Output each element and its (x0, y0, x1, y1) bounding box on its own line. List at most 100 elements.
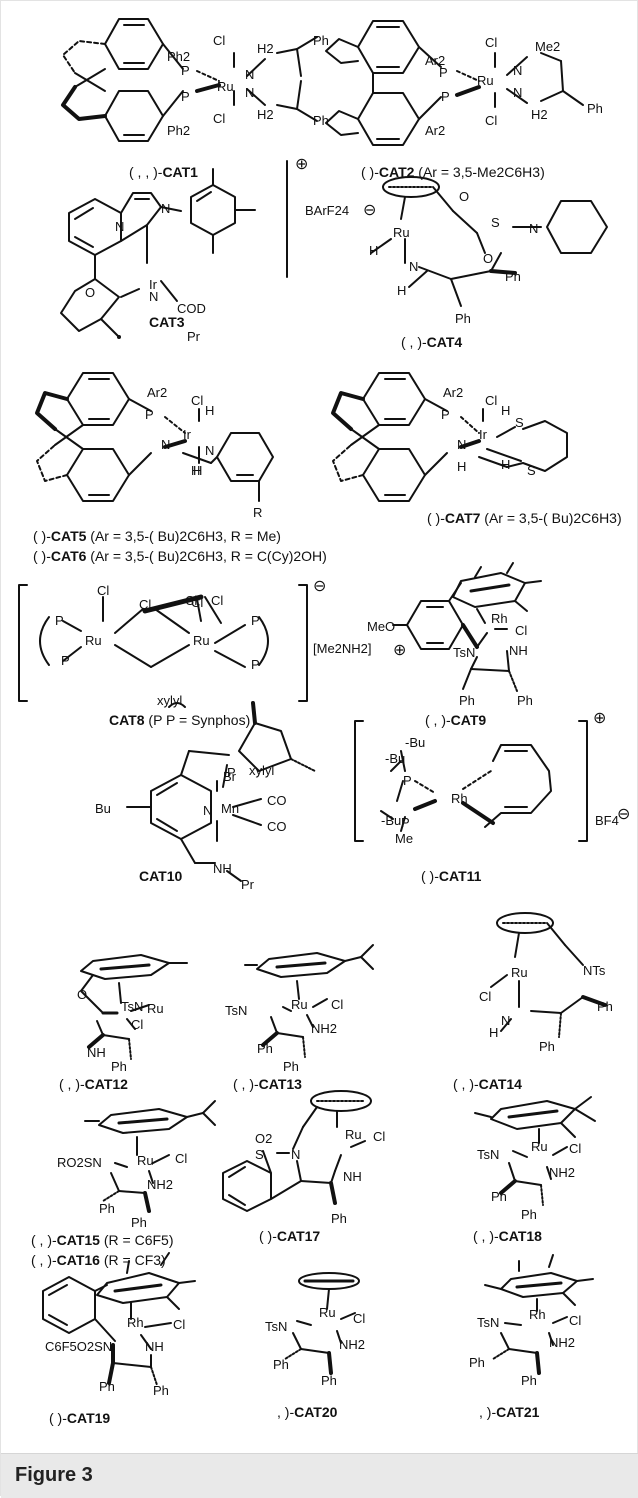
cat2-atom-label: Cl (485, 35, 497, 50)
cat8-structure (18, 584, 308, 708)
cat5-atom-label: Ir (183, 427, 192, 442)
cat15-atom-label: Cl (175, 1151, 187, 1166)
cat12-atom-label: Ph (111, 1059, 127, 1074)
cat21-atom-label: Rh (529, 1307, 546, 1322)
cat15-structure (84, 1100, 216, 1213)
cat13-name: CAT13 (259, 1076, 303, 1092)
charge-plus: ⊕ (295, 156, 308, 173)
cat12-caption: ( , )-CAT12 (59, 1076, 128, 1092)
cat6-stereo-prefix: ( )- (33, 548, 51, 564)
cat5-atom-label: R (253, 505, 262, 520)
cat15-atom-label: Ph (131, 1215, 147, 1230)
cat8-atom-label: Cl (139, 597, 151, 612)
cat12-atom-label: Ru (147, 1001, 164, 1016)
cat14-atom-label: Ph (539, 1039, 555, 1054)
cat21-atom-label: TsN (477, 1315, 499, 1330)
cat5-atom-label: Ar2 (147, 385, 167, 400)
cat18-atom-label: Cl (569, 1141, 581, 1156)
cat16-stereo-prefix: ( , )- (31, 1252, 57, 1268)
cat9-structure (392, 562, 542, 692)
cat7-atom-label: H (501, 403, 510, 418)
cat6-caption: ( )-CAT6 (Ar = 3,5-( Bu)2C6H3, R = C(Cy)… (33, 548, 327, 564)
cat14-atom-label: Ph (597, 999, 613, 1014)
cat4-atom-label: Ph (505, 269, 521, 284)
cat13-caption: ( , )-CAT13 (233, 1076, 302, 1092)
cat15-note: (R = C6F5) (100, 1232, 174, 1248)
cat1-atom-label: N (245, 85, 254, 100)
cat5-atom-label: P (145, 407, 154, 422)
cat7-atom-label: N (457, 437, 466, 452)
cat18-atom-label: Ph (521, 1207, 537, 1222)
cat10-atom-label: P (227, 765, 236, 780)
cat11-structure (354, 720, 588, 842)
cat17-atom-label: O2 (255, 1131, 272, 1146)
cat7-note: (Ar = 3,5-( Bu)2C6H3) (480, 510, 621, 526)
cat14-atom-label: N (501, 1013, 510, 1028)
cat4-atom-label: H (397, 283, 406, 298)
cat2-atom-label: Me2 (535, 39, 560, 54)
cat17-stereo-prefix: ( )- (259, 1228, 277, 1244)
cat8-atom-label: Ru (193, 633, 210, 648)
cat1-atom-label: Cl (213, 111, 225, 126)
cat19-atom-label: Cl (173, 1317, 185, 1332)
figure-caption-bar: Figure 3 (1, 1453, 638, 1498)
cat4-atom-label: Ru (393, 225, 410, 240)
cat21-atom-label: NH2 (549, 1335, 575, 1350)
cat19-atom-label: Ph (153, 1383, 169, 1398)
cat12-structure (80, 954, 188, 1060)
cat8-name: CAT8 (109, 712, 145, 728)
cat3-atom-label: N (149, 289, 158, 304)
cat4-caption: ( , )-CAT4 (401, 334, 462, 350)
cat3-structure (60, 160, 288, 339)
cat9-atom-label: Rh (491, 611, 508, 626)
charge-plus: ⊕ (593, 710, 606, 727)
cat19-stereo-prefix: ( )- (49, 1410, 67, 1426)
cat3-atom-label: Pr (187, 329, 201, 344)
cat2-caption: ( )-CAT2 (Ar = 3,5-Me2C6H3) (361, 164, 545, 180)
cat15-caption: ( , )-CAT15 (R = C6F5) (31, 1232, 173, 1248)
cat11-atom-label: BF4 (595, 813, 619, 828)
cat5-atom-label: N (205, 443, 214, 458)
cat5-stereo-prefix: ( )- (33, 528, 51, 544)
cat15-stereo-prefix: ( , )- (31, 1232, 57, 1248)
charge-minus: ⊖ (313, 578, 326, 595)
cat19-atom-label: Rh (127, 1315, 144, 1330)
cat1-atom-label: Ph (313, 33, 329, 48)
cat5-caption: ( )-CAT5 (Ar = 3,5-( Bu)2C6H3, R = Me) (33, 528, 281, 544)
cat2-atom-label: Ru (477, 73, 494, 88)
cat10-atom-label: Pr (241, 877, 255, 892)
cat17-atom-label: Cl (373, 1129, 385, 1144)
cat8-note: (P P = Synphos) (145, 712, 251, 728)
cat17-atom-label: NH (343, 1169, 362, 1184)
cat18-atom-label: TsN (477, 1147, 499, 1162)
cat18-atom-label: Ru (531, 1139, 548, 1154)
cat9-name: CAT9 (451, 712, 487, 728)
cat4-structure (370, 176, 608, 307)
cat13-atom-label: Ru (291, 997, 308, 1012)
cat13-structure (244, 944, 374, 1058)
cat10-atom-label: CO (267, 793, 287, 808)
cat20-atom-label: NH2 (339, 1337, 365, 1352)
cat14-atom-label: NTs (583, 963, 606, 978)
cat4-name: CAT4 (427, 334, 463, 350)
cat13-atom-label: Ph (257, 1041, 273, 1056)
cat18-atom-label: Ph (491, 1189, 507, 1204)
cat10-name: CAT10 (139, 868, 183, 884)
cat14-atom-label: Ru (511, 965, 528, 980)
cat21-caption: , )-CAT21 (479, 1404, 540, 1420)
cat20-atom-label: Ph (321, 1373, 337, 1388)
cat19-atom-label: NH (145, 1339, 164, 1354)
cat2-atom-label: Cl (485, 113, 497, 128)
cat20-atom-label: Ru (319, 1305, 336, 1320)
cat8-caption: CAT8 (P P = Synphos) (109, 712, 250, 728)
cat12-atom-label: TsN (121, 999, 143, 1014)
cat14-structure (490, 912, 607, 1038)
cat10-atom-label: Mn (221, 801, 239, 816)
cat11-atom-label: -Bu (381, 813, 401, 828)
cat1-caption: ( , , )-CAT1 (129, 164, 198, 180)
cat4-atom-label: N (529, 221, 538, 236)
cat13-atom-label: Cl (331, 997, 343, 1012)
cat4-atom-label: H (369, 243, 378, 258)
cat5-atom-label: H (193, 463, 202, 478)
